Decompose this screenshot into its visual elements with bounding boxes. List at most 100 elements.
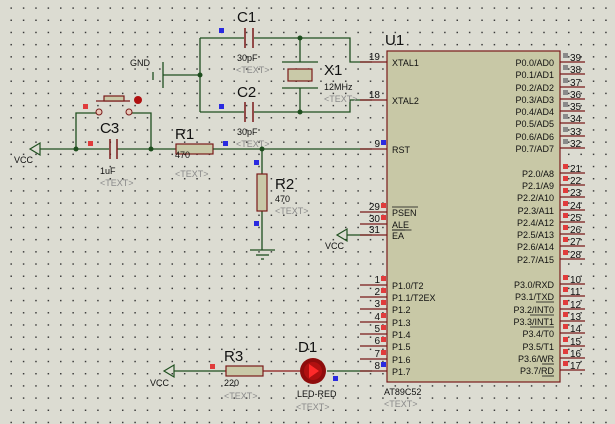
button-actuator-icon[interactable] <box>134 96 142 104</box>
r3-value: 220 <box>224 378 239 388</box>
pin-number: 25 <box>570 213 582 224</box>
pin-marker <box>381 313 386 318</box>
pin-number: 29 <box>369 202 381 213</box>
crystal-x1[interactable]: X1 12MHz <TEXT> <box>282 38 358 112</box>
pin-marker <box>563 337 568 342</box>
pin-number: 30 <box>369 214 381 225</box>
pin-marker <box>219 104 224 109</box>
pin-name: P0.2/AD2 <box>515 83 554 93</box>
c1-text: <TEXT> <box>236 65 270 75</box>
pin-number: 3 <box>374 299 380 310</box>
pin-name: P1.2 <box>392 305 411 315</box>
pin-number: 38 <box>570 65 582 76</box>
pin-marker <box>381 215 386 220</box>
pin-marker <box>563 102 568 107</box>
pin-number: 14 <box>570 324 582 335</box>
pin-number: 6 <box>374 336 380 347</box>
resistor-r1[interactable]: R1 470 <TEXT> <box>175 126 214 179</box>
capacitor-c3[interactable]: C3 1uF <TEXT> <box>100 120 134 188</box>
pin-name: P1.7 <box>392 367 411 377</box>
pin-marker <box>333 376 338 381</box>
pin-name: P1.0/T2 <box>392 281 424 291</box>
vcc-terminal-led[interactable]: VCC <box>150 363 175 388</box>
vcc-terminal-ea[interactable]: VCC <box>325 227 348 251</box>
ground-symbol <box>250 249 275 260</box>
resistor-r2[interactable]: R2 470 <TEXT> <box>256 173 309 216</box>
gnd-terminal[interactable]: GND <box>130 58 164 88</box>
d1-text: <TEXT> <box>296 402 330 412</box>
vcc-terminal-reset[interactable]: VCC <box>14 141 41 165</box>
u1-pin-14[interactable]: 14 P3.4/T0 <box>522 324 585 339</box>
r3-text: <TEXT> <box>224 391 258 401</box>
reset-push-button[interactable] <box>95 95 142 116</box>
pin-name: P1.1/T2EX <box>392 293 436 303</box>
pin-number: 8 <box>374 361 380 372</box>
pin-number: 18 <box>369 90 381 101</box>
pin-marker <box>381 300 386 305</box>
c2-text: <TEXT> <box>236 139 270 149</box>
pin-marker <box>83 104 88 109</box>
pin-marker <box>381 337 386 342</box>
pin-number: 31 <box>369 225 381 236</box>
resistor-r3[interactable]: R3 220 <TEXT> <box>224 348 264 401</box>
pin-marker <box>563 275 568 280</box>
pin-marker <box>210 364 215 369</box>
pin-number: 1 <box>374 275 380 286</box>
pin-name: P0.7/AD7 <box>515 144 554 154</box>
button-cap <box>103 95 125 102</box>
pin-marker <box>563 312 568 317</box>
pin-number: 13 <box>570 312 582 323</box>
r2-ref: R2 <box>275 176 294 193</box>
pin-name: P0.6/AD6 <box>515 132 554 142</box>
pin-name: P3.4/T0 <box>522 329 554 339</box>
pin-marker <box>254 160 259 165</box>
pin-name: PSEN <box>392 208 417 218</box>
led-d1[interactable]: D1 LED-RED <TEXT> <box>296 339 337 412</box>
capacitor-c1[interactable]: C1 30pF <TEXT> <box>236 9 270 75</box>
u1-part: AT89C52 <box>384 387 421 397</box>
pin-marker <box>381 325 386 330</box>
r1-value: 470 <box>175 150 190 160</box>
capacitor-c2[interactable]: C2 30pF <TEXT> <box>236 84 270 149</box>
pin-marker <box>563 188 568 193</box>
pin-marker <box>88 141 93 146</box>
